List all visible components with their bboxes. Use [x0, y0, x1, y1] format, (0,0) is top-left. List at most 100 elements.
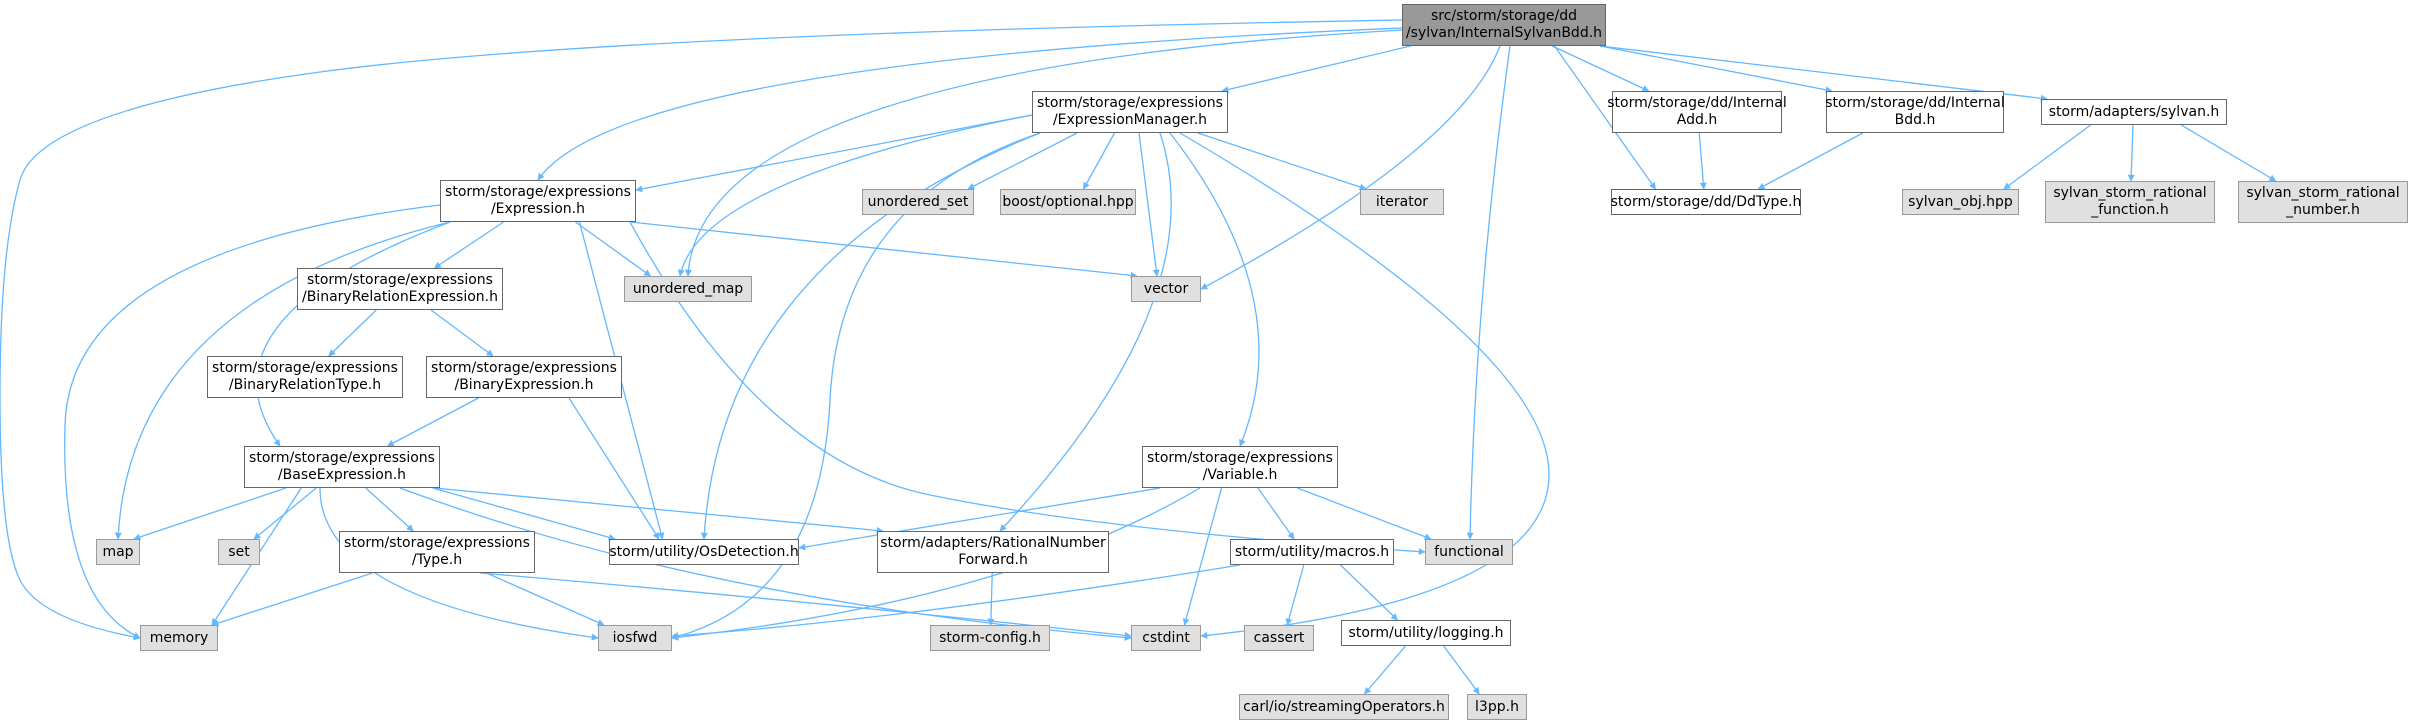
node-label-line: storm/storage/expressions	[344, 535, 530, 551]
node-baseexpr[interactable]: storm/storage/expressions/BaseExpression…	[244, 446, 440, 488]
edge-root-to-adsylvan	[1599, 45, 2048, 102]
node-label-line: storm/utility/OsDetection.h	[609, 543, 799, 560]
node-binreltype[interactable]: storm/storage/expressions/BinaryRelation…	[207, 356, 403, 398]
node-vector: vector	[1131, 276, 1201, 302]
edge-intbdd-to-ddtype	[1757, 132, 1864, 190]
node-label-line: storm/storage/dd/DdType.h	[1610, 193, 1802, 210]
edge-exprmgr-to-iterator	[1197, 132, 1367, 191]
edge-binrelexpr-to-binreltype	[328, 309, 377, 357]
node-type[interactable]: storm/storage/expressions/Type.h	[339, 531, 535, 573]
edge-adsylvan-to-sylvanrn	[2180, 124, 2277, 182]
node-label-line: storm/storage/expressions	[212, 360, 398, 376]
node-label-line: functional	[1434, 543, 1504, 560]
node-expr[interactable]: storm/storage/expressions/Expression.h	[440, 180, 636, 222]
node-label-line: storm/storage/dd/Internal	[1825, 95, 2005, 111]
node-iosfwd: iosfwd	[598, 625, 672, 651]
node-label-line: _number.h	[2286, 202, 2360, 218]
node-binexpr[interactable]: storm/storage/expressions/BinaryExpressi…	[426, 356, 622, 398]
node-label-line: cassert	[1253, 629, 1305, 646]
node-label-line: iosfwd	[612, 629, 658, 646]
edge-exprmgr-to-cstdint	[1179, 132, 1550, 639]
node-label-line: boost/optional.hpp	[1002, 193, 1134, 210]
edge-exprmgr-to-ratnum	[999, 132, 1172, 532]
node-ddtype[interactable]: storm/storage/dd/DdType.h	[1611, 189, 1801, 215]
edge-macros-to-logging	[1340, 564, 1399, 621]
edge-variable-to-iosfwd	[671, 487, 1201, 641]
node-adsylvan[interactable]: storm/adapters/sylvan.h	[2041, 99, 2227, 125]
node-label-line: /Variable.h	[1202, 467, 1278, 483]
node-macros[interactable]: storm/utility/macros.h	[1230, 539, 1394, 565]
edge-expr-to-unordered_map	[575, 221, 652, 277]
node-label-line: storm/storage/dd/Internal	[1607, 95, 1787, 111]
edge-expr-to-memory	[64, 204, 441, 639]
edge-baseexpr-to-map	[133, 487, 287, 541]
node-label-line: Add.h	[1676, 112, 1718, 128]
node-map: map	[96, 539, 140, 565]
node-label-line: /BinaryRelationExpression.h	[301, 289, 499, 305]
node-logging[interactable]: storm/utility/logging.h	[1341, 620, 1511, 646]
node-cstdint: cstdint	[1131, 625, 1201, 651]
node-label-line: /BinaryRelationType.h	[228, 377, 382, 393]
node-label-line: /Type.h	[411, 552, 463, 568]
edge-baseexpr-to-ratnum	[433, 487, 884, 534]
node-functional: functional	[1425, 539, 1513, 565]
node-label-line: storm/storage/expressions	[1037, 95, 1223, 111]
node-label-line: sylvan_obj.hpp	[1908, 193, 2013, 210]
node-label-line: Bdd.h	[1894, 112, 1936, 128]
node-label-line: src/storm/storage/dd	[1430, 8, 1578, 24]
node-carlio: carl/io/streamingOperators.h	[1239, 694, 1449, 720]
node-stormcfg: storm-config.h	[930, 625, 1050, 651]
edge-root-to-memory	[0, 19, 1403, 641]
node-set: set	[218, 539, 260, 565]
edge-exprmgr-to-expr	[635, 114, 1033, 193]
edge-exprmgr-to-unordered_set	[967, 132, 1078, 190]
node-cassert: cassert	[1244, 625, 1314, 651]
edge-root-to-functional	[1466, 45, 1511, 540]
node-sylvanobj: sylvan_obj.hpp	[1902, 189, 2019, 215]
node-unordered_map: unordered_map	[624, 276, 752, 302]
edge-root-to-intbdd	[1599, 45, 1833, 94]
node-label-line: _function.h	[2091, 202, 2169, 218]
edge-expr-to-binrelexpr	[433, 221, 504, 269]
edge-expr-to-vector	[629, 221, 1138, 279]
edge-root-to-vector	[1200, 45, 1501, 290]
node-binrelexpr[interactable]: storm/storage/expressions/BinaryRelation…	[297, 268, 503, 310]
node-osdet[interactable]: storm/utility/OsDetection.h	[609, 539, 799, 565]
edge-variable-to-cstdint	[1182, 487, 1223, 626]
edge-variable-to-macros	[1257, 487, 1295, 540]
node-root[interactable]: src/storm/storage/dd/sylvan/InternalSylv…	[1402, 4, 1606, 46]
node-label-line: storm/utility/macros.h	[1234, 543, 1390, 560]
node-variable[interactable]: storm/storage/expressions/Variable.h	[1142, 446, 1338, 488]
node-label-line: map	[102, 543, 134, 560]
edge-exprmgr-to-iosfwd	[671, 132, 1041, 640]
edge-baseexpr-to-iosfwd	[319, 487, 599, 641]
edge-type-to-memory	[211, 572, 373, 627]
node-label-line: storm-config.h	[939, 629, 1041, 646]
edge-exprmgr-to-vector	[1138, 132, 1160, 277]
node-label-line: unordered_map	[632, 280, 744, 297]
node-exprmgr[interactable]: storm/storage/expressions/ExpressionMana…	[1032, 91, 1228, 133]
node-iterator: iterator	[1360, 189, 1444, 215]
edge-baseexpr-to-osdet	[432, 487, 616, 541]
edge-root-to-ddtype	[1553, 45, 1657, 190]
node-memory: memory	[140, 625, 218, 651]
node-label-line: storm/adapters/RationalNumber	[880, 535, 1106, 551]
node-label-line: /sylvan/InternalSylvanBdd.h	[1405, 25, 1603, 41]
node-label-line: iterator	[1375, 193, 1429, 210]
edge-exprmgr-to-unordered_map	[677, 114, 1033, 277]
edge-macros-to-cassert	[1285, 564, 1305, 626]
node-label-line: unordered_set	[867, 193, 969, 210]
edge-root-to-expr	[537, 27, 1403, 181]
node-label-line: /Expression.h	[490, 201, 586, 217]
edge-macros-to-iosfwd	[671, 564, 1241, 640]
edge-type-to-iosfwd	[486, 572, 605, 626]
node-label-line: storm/storage/expressions	[249, 450, 435, 466]
edge-expr-to-baseexpr	[256, 221, 451, 447]
edge-exprmgr-to-variable	[1169, 132, 1260, 447]
edge-logging-to-l3pp	[1443, 645, 1480, 695]
